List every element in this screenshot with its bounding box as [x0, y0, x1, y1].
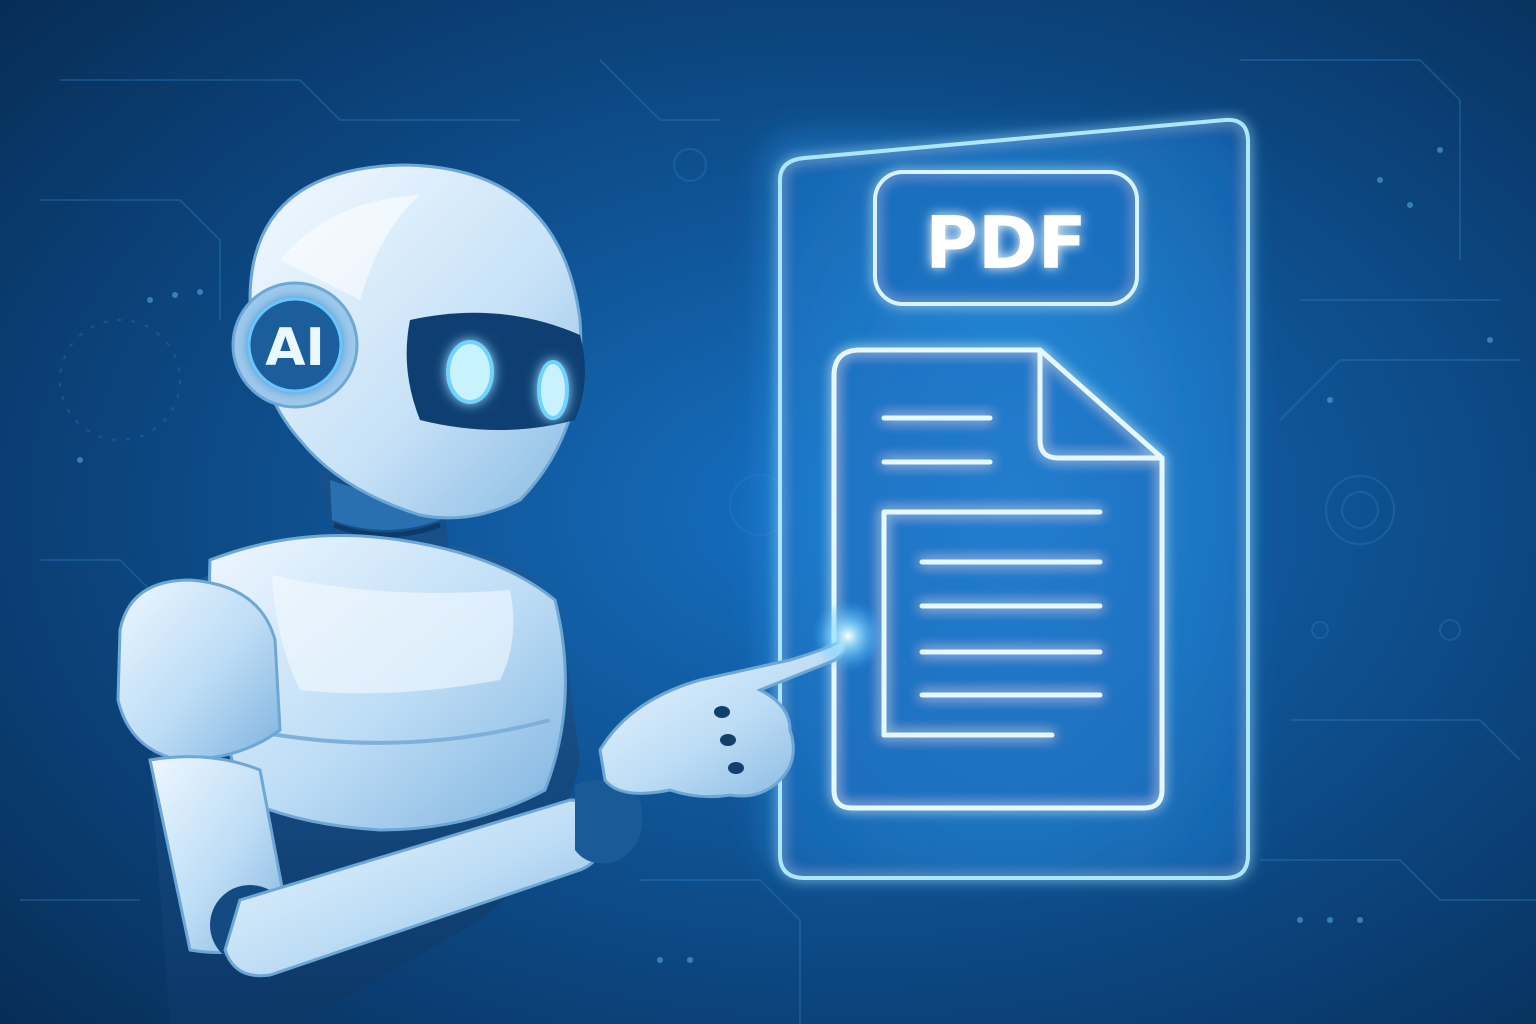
document-icon	[831, 347, 1165, 811]
ai-badge-label: AI	[265, 318, 325, 378]
ai-ear-badge: AI	[231, 281, 359, 409]
pdf-panel: PDF	[760, 117, 1250, 880]
fingertip-glow	[812, 600, 884, 672]
robot: AI	[116, 163, 884, 1024]
pdf-badge: PDF	[873, 170, 1139, 306]
pdf-badge-label: PDF	[925, 201, 1087, 285]
glowing-eyes-icon	[446, 340, 569, 420]
robot-head-icon: AI	[231, 163, 585, 520]
circuit-dots	[77, 147, 1493, 963]
